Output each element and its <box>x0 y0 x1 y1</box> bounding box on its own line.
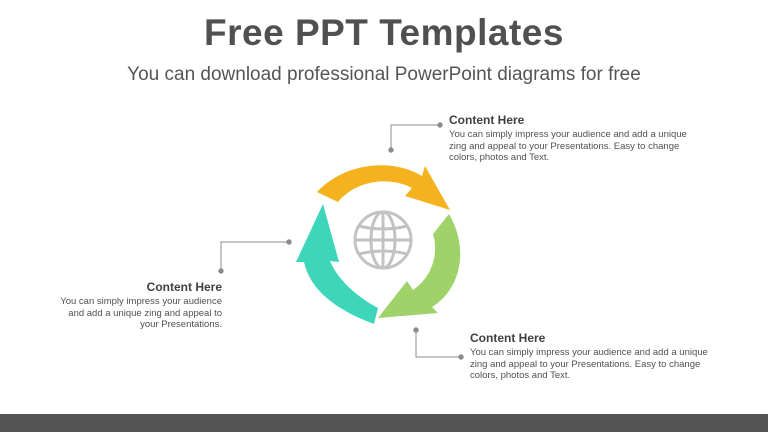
content-heading: Content Here <box>449 113 525 127</box>
content-heading: Content Here <box>470 331 546 345</box>
connector-bottom-right <box>413 327 464 360</box>
cycle-arrow-left <box>296 204 378 324</box>
page-title: Free PPT Templates <box>204 12 564 53</box>
cycle-arrow-right <box>378 214 461 318</box>
content-block-bottom-right: Content Here You can simply impress your… <box>470 331 725 382</box>
content-heading: Content Here <box>146 280 222 294</box>
content-body: You can simply impress your audience and… <box>470 347 708 381</box>
cycle-arrow-top <box>317 165 450 210</box>
connector-left <box>218 239 292 274</box>
content-body: You can simply impress your audience and… <box>60 296 222 330</box>
footer-bar <box>0 414 768 432</box>
globe-icon <box>353 210 413 270</box>
page-subtitle: You can download professional PowerPoint… <box>127 64 641 85</box>
content-body: You can simply impress your audience and… <box>449 129 687 163</box>
content-block-left: Content Here You can simply impress your… <box>54 280 222 331</box>
connector-top-right <box>388 122 443 153</box>
content-block-top-right: Content Here You can simply impress your… <box>449 113 704 164</box>
